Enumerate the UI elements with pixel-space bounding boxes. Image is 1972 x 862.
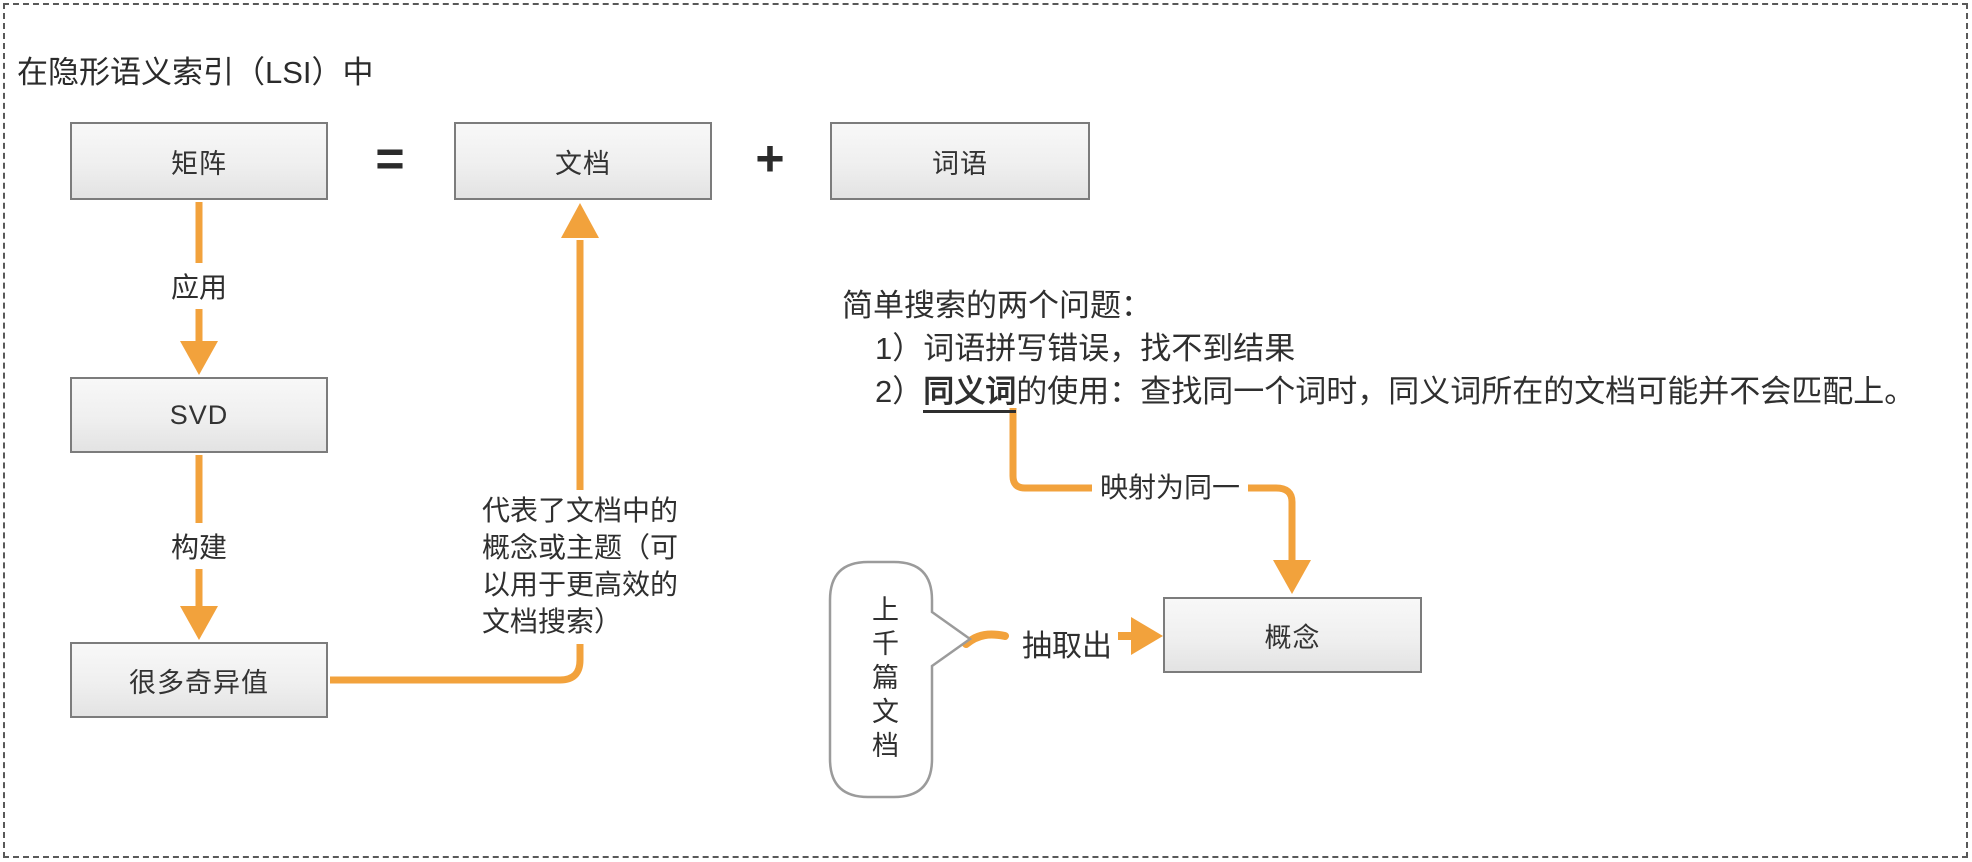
problems-list: 简单搜索的两个问题： 1）词语拼写错误，找不到结果 2）同义词的使用：查找同一个… bbox=[842, 284, 1915, 413]
problems-heading: 简单搜索的两个问题： bbox=[842, 288, 1152, 323]
map-connector-label: 映射为同一 bbox=[1091, 463, 1249, 509]
build-connector-label: 构建 bbox=[162, 523, 236, 569]
extract-label: 抽取出 bbox=[1022, 630, 1112, 663]
page-title: 在隐形语义索引（LSI）中 bbox=[17, 55, 374, 90]
documents-box-label: 文档 bbox=[555, 148, 611, 179]
plus-sign: + bbox=[755, 130, 785, 187]
terms-box: 词语 bbox=[830, 122, 1090, 200]
speech-bubble bbox=[828, 560, 973, 799]
annotation-line: 以用于更高效的 bbox=[482, 569, 679, 600]
apply-connector-label: 应用 bbox=[162, 263, 236, 309]
svd-box: SVD bbox=[70, 377, 328, 453]
problem-item-2-rest: 的使用：查找同一个词时，同义词所在的文档可能并不会匹配上。 bbox=[1016, 374, 1916, 409]
equals-sign: = bbox=[375, 130, 405, 187]
problem-item-2-prefix: 2） bbox=[875, 374, 924, 409]
concept-box-label: 概念 bbox=[1264, 622, 1321, 653]
arrow-singular-values-to-documents bbox=[330, 203, 599, 684]
problem-item-1: 1）词语拼写错误，找不到结果 bbox=[875, 331, 1296, 366]
arrow-extract-to-concept bbox=[1118, 617, 1163, 655]
concept-box: 概念 bbox=[1163, 597, 1422, 673]
problem-item-2: 2）同义词的使用：查找同一个词时，同义词所在的文档可能并不会匹配上。 bbox=[875, 370, 1915, 413]
concept-annotation: 代表了文档中的 概念或主题（可 以用于更高效的 文档搜索） bbox=[478, 490, 692, 644]
svd-box-label: SVD bbox=[169, 399, 229, 430]
singular-values-box: 很多奇异值 bbox=[70, 642, 328, 718]
matrix-box-label: 矩阵 bbox=[171, 148, 227, 179]
matrix-box: 矩阵 bbox=[70, 122, 328, 200]
annotation-line: 文档搜索） bbox=[482, 606, 623, 637]
annotation-line: 概念或主题（可 bbox=[482, 532, 679, 563]
bubble-text: 上千篇文档 bbox=[872, 595, 899, 761]
singular-values-box-label: 很多奇异值 bbox=[129, 667, 269, 698]
synonym-keyword: 同义词 bbox=[923, 374, 1017, 413]
bubble-tail-stroke bbox=[962, 630, 1009, 648]
documents-box: 文档 bbox=[454, 122, 712, 200]
annotation-line: 代表了文档中的 bbox=[482, 495, 679, 526]
terms-box-label: 词语 bbox=[932, 148, 988, 179]
